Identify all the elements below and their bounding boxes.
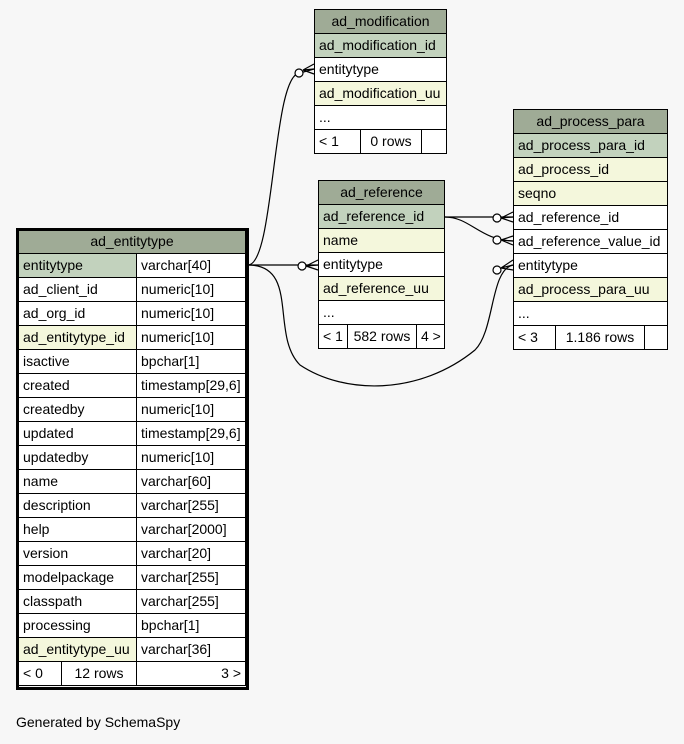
crowfoot-icon — [500, 211, 514, 223]
column-type-cell: varchar[2000] — [136, 517, 246, 542]
column-type-cell: varchar[36] — [136, 637, 246, 662]
footer-children — [421, 129, 447, 154]
column-cell[interactable]: entitytype — [513, 253, 668, 278]
column-type-cell: varchar[255] — [136, 493, 246, 518]
column-name-cell[interactable]: updated — [18, 421, 137, 446]
column-name-cell[interactable]: processing — [18, 613, 137, 638]
column-cell[interactable]: ad_modification_uu — [314, 81, 447, 106]
column-name-cell[interactable]: description — [18, 493, 137, 518]
column-type-cell: varchar[20] — [136, 541, 246, 566]
column-cell[interactable]: entitytype — [318, 252, 445, 277]
column-cell[interactable]: ad_process_para_uu — [513, 277, 668, 302]
column-type-cell: bpchar[1] — [136, 349, 246, 374]
column-cell[interactable]: ad_reference_id — [318, 204, 445, 229]
column-name-cell[interactable]: isactive — [18, 349, 137, 374]
crowfoot-icon — [302, 63, 315, 75]
edge-end-circle — [492, 265, 502, 275]
column-name-cell[interactable]: updatedby — [18, 445, 137, 470]
footer-rows: 0 rows — [360, 129, 422, 154]
footer-rows: 582 rows — [347, 324, 417, 349]
column-cell[interactable]: ... — [318, 300, 445, 325]
column-name-cell[interactable]: ad_entitytype_id — [18, 325, 137, 350]
column-name-cell[interactable]: created — [18, 373, 137, 398]
footer-parents: < 1 — [318, 324, 348, 349]
column-name-cell[interactable]: modelpackage — [18, 565, 137, 590]
column-cell[interactable]: entitytype — [314, 57, 447, 82]
edge-end-circle — [492, 235, 502, 245]
column-type-cell: numeric[10] — [136, 445, 246, 470]
column-type-cell: numeric[10] — [136, 325, 246, 350]
edge-end-circle — [297, 261, 307, 271]
column-cell[interactable]: ... — [513, 301, 668, 326]
edge-modification-entitytype — [247, 68, 315, 266]
footer-rows: 1.186 rows — [555, 325, 645, 350]
column-type-cell: varchar[255] — [136, 589, 246, 614]
footer-parents: < 3 — [513, 325, 556, 350]
column-name-cell[interactable]: entitytype — [18, 253, 137, 278]
generated-by-label: Generated by SchemaSpy — [16, 714, 181, 730]
column-cell[interactable]: seqno — [513, 181, 668, 206]
table-header[interactable]: ad_modification — [314, 9, 447, 34]
column-cell[interactable]: ... — [314, 105, 447, 130]
footer-parents: < 1 — [314, 129, 361, 154]
column-cell[interactable]: ad_process_id — [513, 157, 668, 182]
column-name-cell[interactable]: ad_entitytype_uu — [18, 637, 137, 662]
column-name-cell[interactable]: help — [18, 517, 137, 542]
footer-children: 4 > — [416, 324, 445, 349]
crowfoot-icon — [500, 259, 514, 271]
edge-processpara-reference-value — [444, 216, 514, 242]
column-cell[interactable]: ad_reference_value_id — [513, 229, 668, 254]
column-name-cell[interactable]: ad_org_id — [18, 301, 137, 326]
crowfoot-icon — [305, 259, 319, 271]
column-type-cell: numeric[10] — [136, 397, 246, 422]
column-type-cell: numeric[10] — [136, 301, 246, 326]
footer-children: 3 > — [136, 661, 246, 686]
column-type-cell: varchar[255] — [136, 565, 246, 590]
column-type-cell: timestamp[29,6] — [136, 421, 246, 446]
table-header[interactable]: ad_entitytype — [18, 229, 246, 254]
column-name-cell[interactable]: createdby — [18, 397, 137, 422]
column-name-cell[interactable]: version — [18, 541, 137, 566]
column-type-cell: numeric[10] — [136, 277, 246, 302]
footer-parents: < 0 — [18, 661, 62, 686]
table-header[interactable]: ad_reference — [318, 180, 445, 205]
column-type-cell: timestamp[29,6] — [136, 373, 246, 398]
edge-end-circle — [294, 68, 304, 78]
column-cell[interactable]: ad_reference_id — [513, 205, 668, 230]
crowfoot-icon — [500, 235, 514, 246]
edge-processpara-entitytype — [247, 264, 514, 387]
column-cell[interactable]: ad_process_para_id — [513, 133, 668, 158]
column-name-cell[interactable]: classpath — [18, 589, 137, 614]
column-type-cell: varchar[60] — [136, 469, 246, 494]
column-name-cell[interactable]: ad_client_id — [18, 277, 137, 302]
footer-children — [644, 325, 668, 350]
column-cell[interactable]: ad_modification_id — [314, 33, 447, 58]
column-cell[interactable]: name — [318, 228, 445, 253]
column-type-cell: bpchar[1] — [136, 613, 246, 638]
edge-end-circle — [492, 213, 502, 223]
table-header[interactable]: ad_process_para — [513, 109, 668, 134]
column-type-cell: varchar[40] — [136, 253, 246, 278]
column-name-cell[interactable]: name — [18, 469, 137, 494]
column-cell[interactable]: ad_reference_uu — [318, 276, 445, 301]
footer-rows: 12 rows — [61, 661, 137, 686]
